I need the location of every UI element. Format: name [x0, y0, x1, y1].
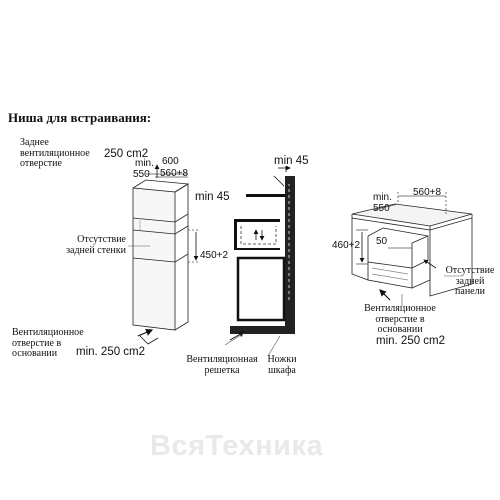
left-dim-600: 600: [162, 156, 179, 167]
feet-label: Ножки шкафа: [267, 354, 297, 376]
watermark: ВсяТехника: [150, 430, 324, 462]
right-dim-550: 550: [373, 203, 390, 214]
right-dim-560: 560+8: [413, 187, 442, 198]
grille-label: Вентиляционная решетка: [186, 354, 258, 376]
base-vent-label-right: Вентиляционное отверстие в основании: [364, 303, 436, 335]
right-dim-460: 460+2: [332, 240, 361, 251]
left-dim-450: 450+2: [200, 250, 229, 261]
side-gap-dim: min 45: [195, 191, 230, 203]
no-back-wall-label: Отсутствие задней стенки: [66, 234, 126, 256]
rear-vent-label: Заднее вентиляционное отверстие: [20, 137, 90, 169]
base-vent-area-left: min. 250 cm2: [76, 346, 146, 358]
left-dim-min: min.: [135, 158, 154, 169]
right-dim-min: min.: [373, 192, 392, 203]
top-gap-dim: min 45: [274, 155, 309, 167]
left-dim-560: 560+8: [160, 168, 189, 179]
rear-vent-area: 250 cm2: [104, 148, 149, 160]
page-heading: Ниша для встраивания:: [8, 110, 152, 125]
undercounter-niche-drawing: [351, 192, 473, 306]
base-vent-area-right: min. 250 cm2: [376, 335, 446, 347]
tall-cabinet-drawing: [128, 164, 200, 345]
section-view-drawing: [224, 165, 295, 357]
no-back-panel-label: Отсутствие задней панели: [445, 265, 495, 297]
left-dim-550: 550: [133, 169, 150, 180]
base-vent-label-left: Вентиляционное отверстие в основании: [12, 327, 84, 359]
right-dim-50: 50: [376, 236, 388, 247]
